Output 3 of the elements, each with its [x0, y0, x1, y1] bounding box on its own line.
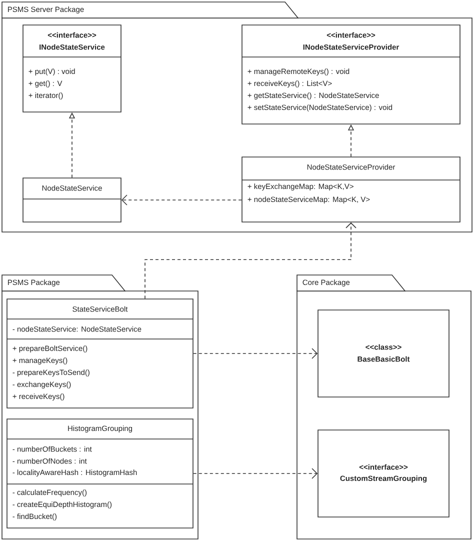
dependency-arrow [193, 348, 318, 359]
dependency-arrow [193, 468, 318, 479]
dependency-arrow [144, 222, 356, 299]
